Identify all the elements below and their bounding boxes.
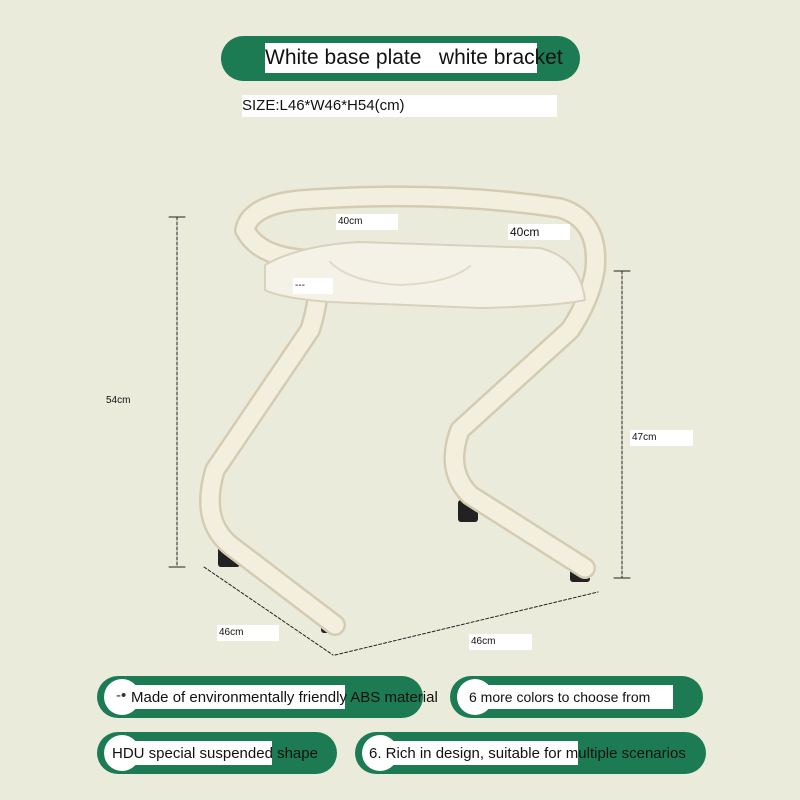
feature-text-design: 6. Rich in design, suitable for multiple… [369,745,686,762]
feature-text-colors: 6 more colors to choose from [465,685,673,709]
seat-height-label: 47cm [630,430,693,446]
base-depth-label: 46cm [217,625,279,641]
feature-text-shape: HDU special suspended shape [112,745,318,762]
total-height-label: 54cm [106,395,131,406]
size-label: SIZE:L46*W46*H54(cm) [242,95,557,117]
feature-bullet: -• [116,687,127,704]
feature-box [130,685,345,709]
feature-box [112,741,272,765]
seat-depth-label: --- [293,278,333,294]
feature-text-material: Made of environmentally friendly ABS mat… [131,689,438,706]
back-width-label: 40cm [336,214,398,230]
seat-width-label: 40cm [508,224,570,240]
feature-box [370,741,578,765]
base-width-label: 46cm [469,634,532,650]
